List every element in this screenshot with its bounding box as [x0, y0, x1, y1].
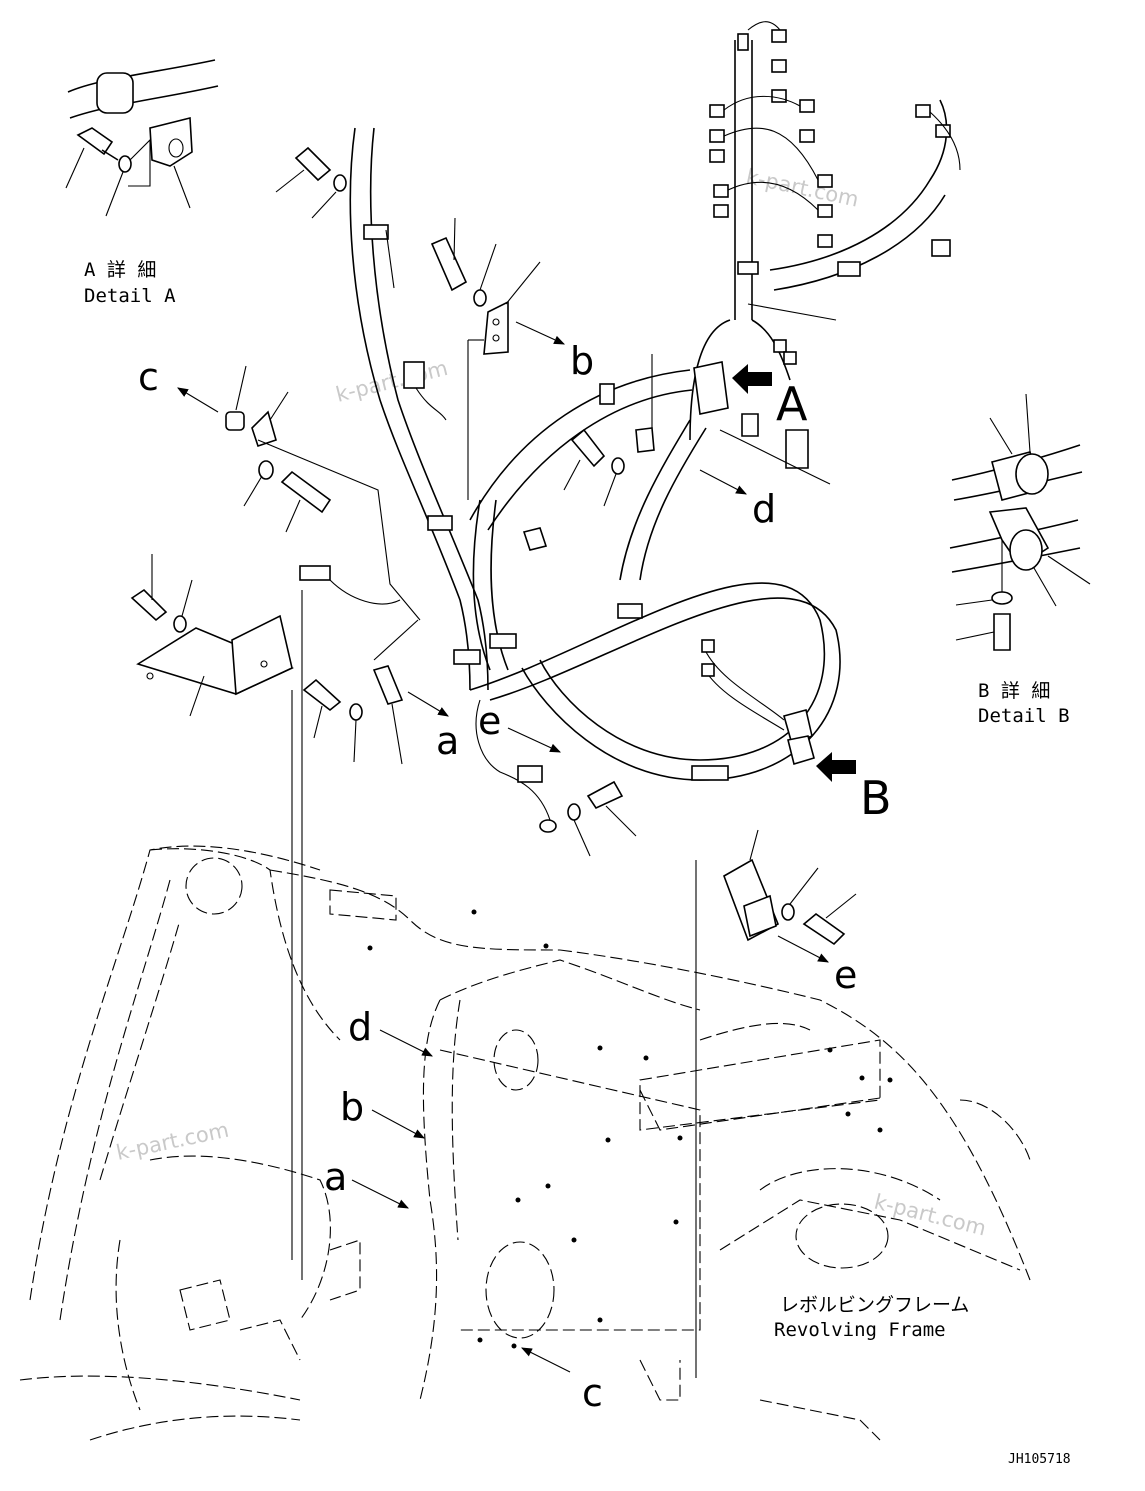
hardware — [130, 146, 857, 1378]
harness-sleeve-3 — [453, 649, 481, 665]
washer-3 — [258, 460, 274, 480]
revolving-frame — [19, 845, 1031, 1441]
label-d-top: d — [752, 487, 776, 531]
harness-sleeve-8 — [737, 261, 759, 275]
label-c-top: c — [138, 355, 159, 399]
washer-1 — [333, 174, 347, 192]
detail-b-washer — [991, 591, 1013, 605]
view-label-b: B — [860, 771, 892, 825]
harness-sleeve-7 — [837, 261, 861, 277]
bracket-b — [483, 300, 509, 355]
harness-sleeve-1 — [363, 224, 389, 240]
connector-mid-2 — [522, 527, 548, 551]
bolt-8 — [802, 912, 846, 946]
reference-arrows — [177, 321, 856, 1373]
bolt-1 — [294, 146, 332, 182]
view-arrow-a — [732, 364, 772, 394]
harness-sleeve-4 — [489, 633, 517, 649]
detail-a-title-jp: A 詳 細 — [84, 259, 156, 281]
bolt-5 — [130, 588, 168, 622]
clamp-c — [251, 410, 277, 448]
bolt-2 — [430, 236, 468, 292]
detail-a-washer — [118, 155, 132, 173]
connector-detail-a — [693, 361, 729, 415]
detail-b-title-en: Detail B — [978, 705, 1070, 727]
label-d-bottom: d — [348, 1005, 372, 1049]
harness-sleeve-6 — [599, 383, 615, 405]
connector-stack — [709, 21, 961, 365]
connector-left — [299, 565, 331, 581]
detail-b-illustration — [949, 393, 1091, 651]
harness-sleeve-2 — [427, 515, 453, 531]
label-e-bottom: e — [834, 953, 857, 997]
revolving-frame-label-en: Revolving Frame — [774, 1319, 946, 1341]
detail-a-illustration — [65, 59, 219, 217]
detail-a-title-en: Detail A — [84, 285, 176, 307]
spacer-c — [225, 411, 245, 431]
loop-clamp-2 — [787, 735, 815, 766]
watermarks: k-part.com k-part.com k-part.com k-part.… — [114, 164, 988, 1240]
bolt-3 — [280, 470, 332, 514]
label-a-bottom: a — [324, 1155, 347, 1199]
revolving-frame-label-jp: レボルビングフレーム — [780, 1294, 969, 1316]
watermark-2: k-part.com — [333, 356, 450, 407]
washer-8 — [781, 903, 795, 921]
label-b-top: b — [570, 339, 594, 383]
bolt-6 — [302, 678, 342, 712]
connector-mid-1 — [403, 361, 425, 389]
ground-connector — [517, 765, 543, 783]
washer-5 — [173, 615, 187, 633]
washer-7 — [567, 803, 581, 821]
ground-terminal — [539, 819, 557, 833]
label-e-top: e — [478, 699, 501, 743]
watermark-1: k-part.com — [744, 164, 861, 211]
label-b-bottom: b — [340, 1085, 364, 1129]
detail-a-bolt — [76, 127, 114, 156]
clamp-a — [372, 665, 404, 705]
bolt-4 — [570, 428, 606, 468]
wiring-harness — [299, 21, 961, 833]
detail-a-clamp — [96, 72, 134, 114]
washer-6 — [349, 703, 363, 721]
letter-labels: c b d a e e d b a c A B — [138, 339, 892, 1415]
connector-right — [785, 429, 809, 469]
clamp-d — [635, 427, 655, 453]
drawing-code: JH105718 — [1008, 1452, 1071, 1467]
label-c-bottom: c — [582, 1371, 603, 1415]
washer-2 — [473, 289, 487, 307]
label-a-top: a — [436, 719, 459, 763]
connector-loop — [691, 765, 729, 781]
detail-b-title-jp: B 詳 細 — [978, 680, 1050, 702]
washer-4 — [611, 457, 625, 475]
watermark-3: k-part.com — [114, 1118, 231, 1165]
view-arrow-b — [816, 752, 856, 782]
harness-sleeve-5 — [617, 603, 643, 619]
detail-b-bolt — [993, 613, 1011, 651]
loop-clamp-1 — [783, 709, 813, 746]
view-label-a: A — [776, 377, 808, 431]
bolt-7 — [586, 780, 624, 810]
